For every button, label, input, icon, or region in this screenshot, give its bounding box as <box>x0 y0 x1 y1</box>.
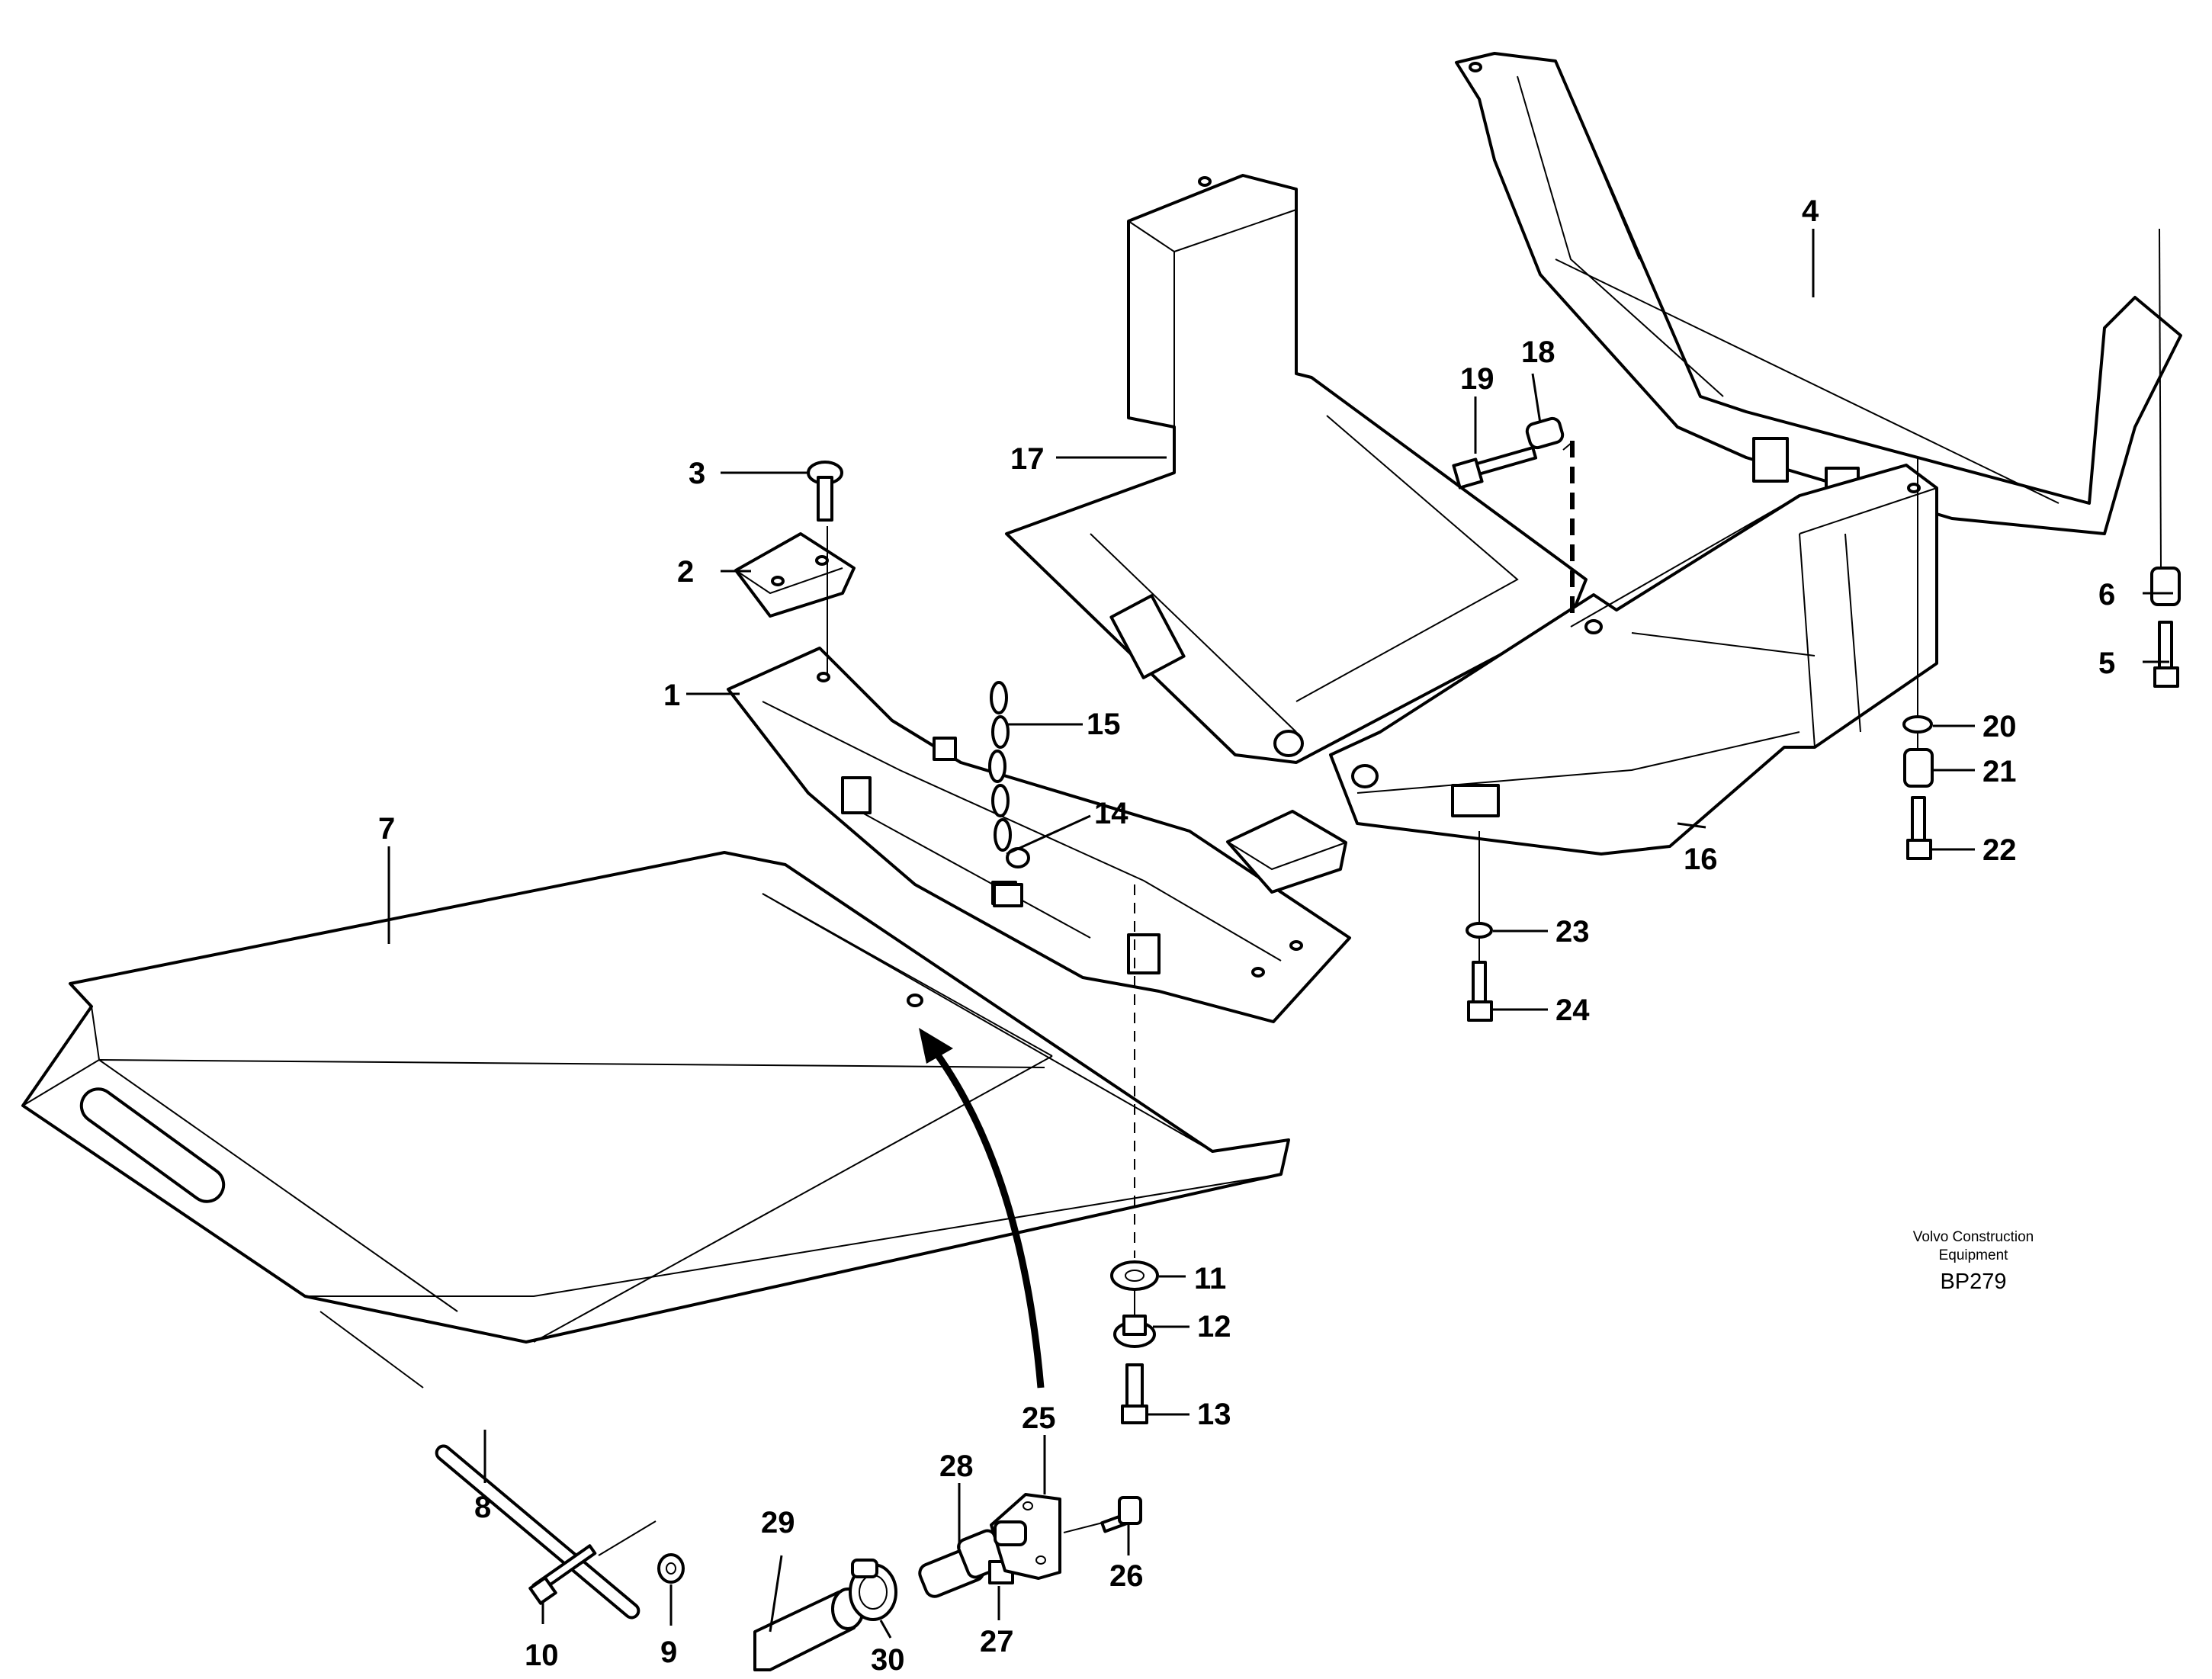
callout-labels: 1 2 3 4 5 6 7 8 9 10 11 12 13 14 15 16 1… <box>378 194 2115 1677</box>
callout-12: 12 <box>1197 1310 1231 1344</box>
part-10-bolt <box>528 1544 597 1605</box>
callout-6: 6 <box>2098 578 2115 612</box>
callout-13: 13 <box>1197 1398 1231 1431</box>
callout-30: 30 <box>871 1643 905 1677</box>
part-15-chain <box>988 681 1030 907</box>
part-1-mounting-bracket <box>727 647 1351 1023</box>
assembly-lines <box>319 228 2162 1556</box>
credit-line-2: Equipment <box>1939 1247 2009 1263</box>
callout-27: 27 <box>980 1625 1014 1658</box>
callout-5: 5 <box>2098 647 2115 680</box>
callout-16: 16 <box>1684 843 1718 876</box>
callout-3: 3 <box>689 457 705 490</box>
part-9-washer <box>657 1553 685 1584</box>
callout-25: 25 <box>1022 1401 1056 1435</box>
fastener-stack-23-24 <box>1466 922 1493 1022</box>
callout-23: 23 <box>1555 915 1590 949</box>
part-26-screw <box>1100 1496 1142 1533</box>
loose-plate <box>1226 810 1347 894</box>
part-16-right-bracket <box>1329 464 1938 856</box>
credit-block: Volvo Construction Equipment BP279 <box>1913 1229 2034 1294</box>
part-17-left-bracket <box>1005 174 1588 764</box>
callout-26: 26 <box>1109 1559 1144 1593</box>
part-25-valve-bracket <box>990 1493 1061 1580</box>
callout-28: 28 <box>939 1449 974 1483</box>
callout-10: 10 <box>525 1639 559 1672</box>
callout-29: 29 <box>761 1506 795 1539</box>
callout-11: 11 <box>1194 1262 1226 1295</box>
fastener-stack-11-13 <box>1110 1260 1159 1424</box>
callout-19: 19 <box>1460 362 1494 396</box>
callout-4: 4 <box>1802 194 1819 228</box>
callout-8: 8 <box>474 1491 491 1524</box>
callout-21: 21 <box>1982 755 2017 788</box>
callout-15: 15 <box>1087 708 1121 741</box>
callout-17: 17 <box>1010 442 1045 476</box>
part-3-bolt <box>807 461 843 522</box>
callout-24: 24 <box>1555 994 1590 1027</box>
callout-9: 9 <box>660 1636 677 1669</box>
drawing-code: BP279 <box>1940 1270 2006 1294</box>
callout-7: 7 <box>378 812 395 846</box>
part-30-hose-clamp <box>849 1559 897 1621</box>
leader-lines <box>387 229 2173 1639</box>
callout-1: 1 <box>663 679 680 712</box>
credit-line-1: Volvo Construction <box>1913 1229 2034 1245</box>
callout-14: 14 <box>1094 797 1128 830</box>
assembly-arrow <box>919 1028 1045 1388</box>
part-7-bottom-guard-plate <box>21 851 1290 1344</box>
callout-20: 20 <box>1982 710 2017 743</box>
bolt-19-bushing-18 <box>1452 416 1565 490</box>
callout-2: 2 <box>677 555 694 589</box>
part-2-plate <box>734 532 856 618</box>
fastener-stack-20-22 <box>1902 715 1934 860</box>
fastener-stack-5-6 <box>2150 567 2181 688</box>
callout-18: 18 <box>1521 335 1555 369</box>
part-8-rod <box>435 1444 640 1620</box>
part-4-upper-frame <box>1455 52 2182 535</box>
callout-22: 22 <box>1982 833 2017 867</box>
